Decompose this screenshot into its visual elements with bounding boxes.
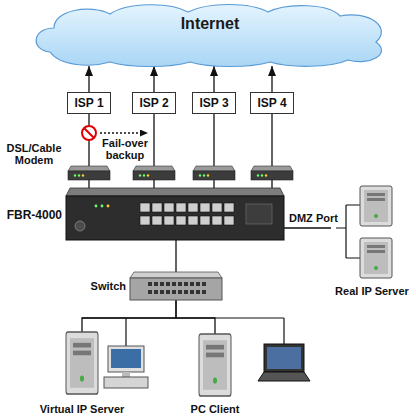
switch-top [130,272,222,278]
isp-box: ISP 3 [192,92,236,114]
uplink-arrow [88,66,89,92]
node-label: ISP 2 [139,96,168,110]
cloud-shape: Internet [30,2,390,66]
router-logo [75,221,85,231]
uplink-arrow [271,66,272,92]
cloud-path [36,5,381,67]
pc-tower-icon [199,334,231,396]
prohibited-sign [82,126,96,140]
failover-arrow [100,132,148,133]
annotation-label: DSL/Cable Modem [3,142,65,166]
annotation-label: Fail-over backup [100,137,150,161]
laptop-screen [267,347,301,369]
switch-front [130,278,222,300]
network-link [176,300,215,334]
router-device: FBR-4000 [66,188,284,240]
server-icon [360,238,392,278]
switch-ports [148,282,206,294]
laptop-base [258,372,310,381]
modem-icon [251,166,293,180]
switch-device: Switch [130,272,222,300]
server-icon [66,332,98,394]
device-label: Switch [78,279,126,293]
isp-box: ISP 4 [250,92,294,114]
node-label: ISP 1 [74,96,103,110]
network-link [82,300,176,332]
router-led [95,205,98,208]
router-panel [246,204,272,224]
router-led [107,205,110,208]
router-ports [140,203,234,225]
prohibited-slash [84,128,94,138]
device-caption: PC Client [182,403,248,416]
uplink-arrow [213,66,214,92]
node-label: Internet [181,15,240,33]
pc-node: PC Client [182,334,248,416]
server-group: Real IP Server [331,184,413,298]
cloud-outline [30,2,390,66]
network-link [284,227,331,228]
device-label: FBR-4000 [1,208,62,222]
router-led [101,205,104,208]
node-label: ISP 3 [199,96,228,110]
server-icon [360,186,392,226]
modem-icon [133,166,175,180]
laptop-lid [264,344,304,372]
dmz-bracket [336,205,360,258]
monitor [108,346,144,372]
modem-icon [68,166,110,180]
isp-box: ISP 2 [132,92,176,114]
monitor-screen [111,349,141,368]
modem-icon [193,166,235,180]
router-top [66,188,284,196]
device-caption: Virtual IP Server [36,403,128,416]
isp-box: ISP 1 [67,92,111,114]
desktop-case [104,377,148,388]
device-caption: Real IP Server [331,285,413,298]
uplink-arrow [153,66,154,92]
lan-bus [82,318,284,346]
monitor-stand [122,372,130,377]
server-node: Virtual IP Server [36,332,128,416]
node-label: ISP 4 [257,96,286,110]
network-link [175,240,176,272]
router-front [66,196,284,240]
port-label: DMZ Port [288,212,339,225]
